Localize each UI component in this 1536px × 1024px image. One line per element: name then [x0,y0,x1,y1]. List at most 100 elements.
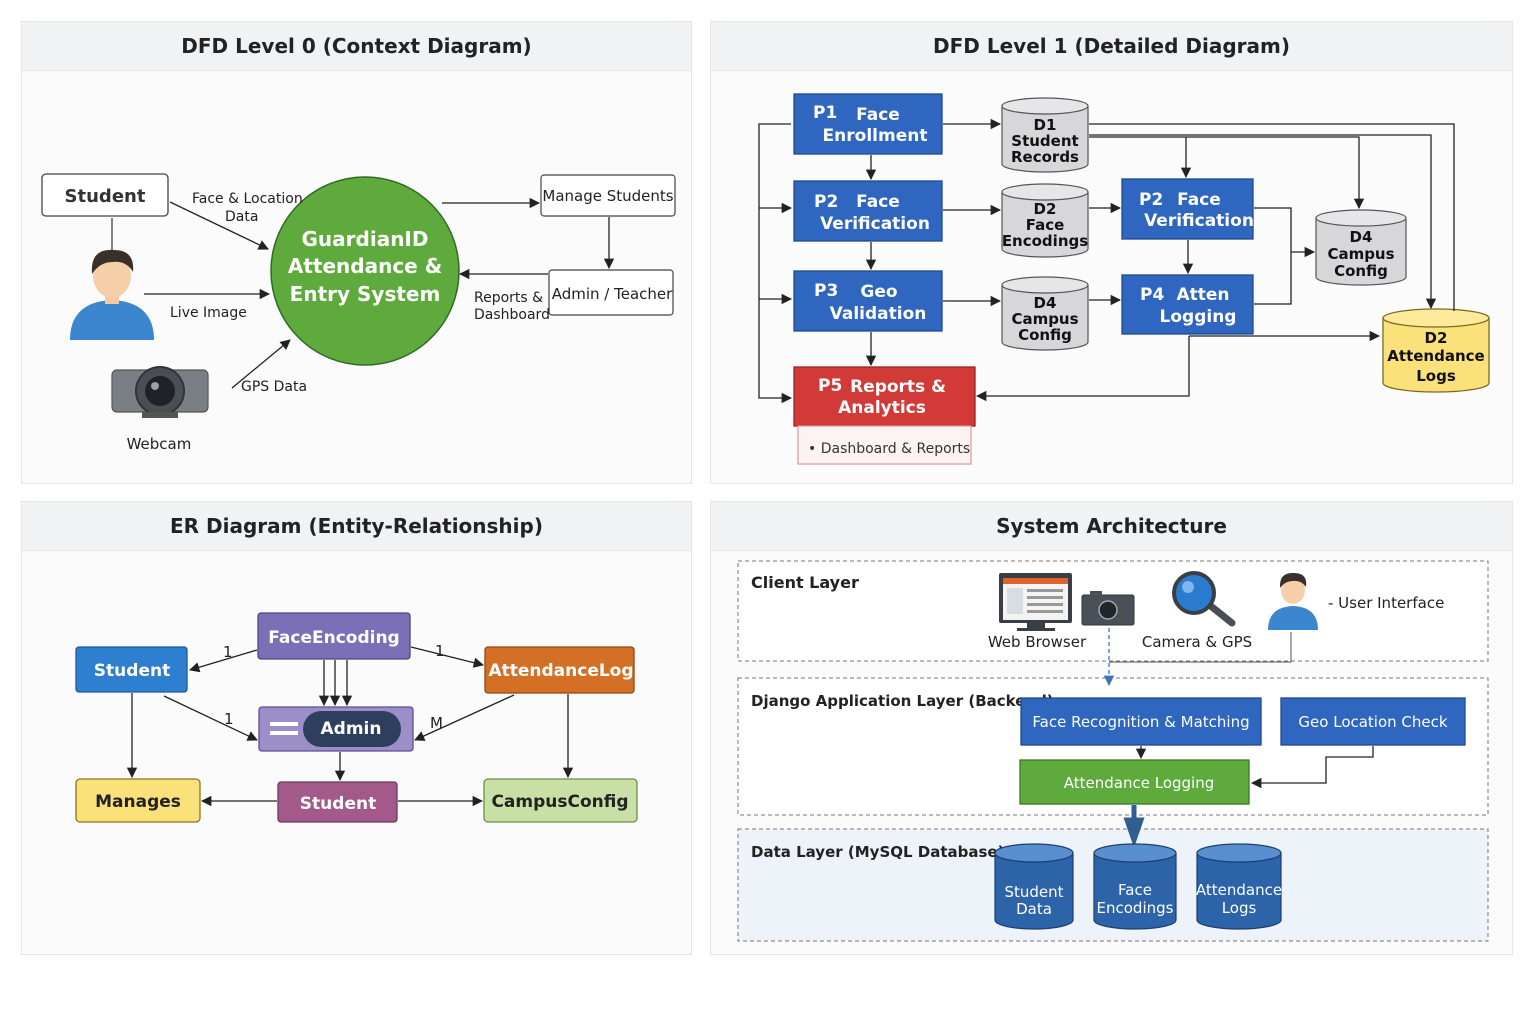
panel-title-arch: System Architecture [711,502,1512,551]
panel-dfd1: DFD Level 1 (Detailed Diagram) P1 Face E… [710,21,1513,484]
svg-text:Face: Face [856,105,900,125]
db-student-data[interactable]: Student Data [994,843,1074,930]
person-icon [70,249,154,340]
dfd0-student-label: Student [65,186,146,207]
svg-text:Atten: Atten [1176,285,1229,305]
store-d4-campus-config-right[interactable]: D4 Campus Config [1315,209,1407,286]
er-diagram: FaceEncoding Student AttendanceLog Admin… [75,612,638,823]
db-face-encodings[interactable]: Face Encodings [1093,843,1177,930]
arrow-gps [231,339,291,389]
store-d2-face-encodings[interactable]: D2 Face Encodings [1001,183,1089,258]
label-face-location-1: Face & Location [192,191,303,207]
user-icon [1268,572,1318,630]
panel-arch: System Architecture Client Layer Django … [710,501,1513,955]
panel-title-dfd1: DFD Level 1 (Detailed Diagram) [711,22,1512,71]
svg-text:P3: P3 [814,281,838,301]
process-p5-reports-analytics[interactable]: P5 Reports & Analytics [793,366,976,427]
entity-student-mid[interactable]: Student [277,781,398,823]
store-d1-student-records[interactable]: D1 Student Records [1001,97,1089,173]
panel-er: ER Diagram (Entity-Relationship) FaceEnc… [21,501,692,955]
svg-text:P2: P2 [814,192,838,212]
system-line-3: Entry System [290,282,441,306]
svg-text:Geo: Geo [860,282,897,302]
svg-text:Records: Records [1011,148,1079,166]
svg-text:AttendanceLog: AttendanceLog [488,661,633,681]
dfd1-diagram: P1 Face Enrollment P2 Face Verification … [758,93,1490,465]
svg-text:• Dashboard & Reports: • Dashboard & Reports [808,441,970,457]
svg-text:Config: Config [1018,326,1072,344]
svg-text:Attendance: Attendance [1196,881,1282,899]
svg-text:Verification: Verification [820,214,930,234]
svg-text:Config: Config [1334,262,1388,280]
arrow-face-location [169,201,269,250]
attendance-logging-block[interactable]: Attendance Logging [1019,759,1250,805]
p5-dashboard-subbox[interactable]: • Dashboard & Reports [797,425,972,465]
svg-text:P5: P5 [818,376,842,396]
process-p4-atten-logging[interactable]: P4 Atten Logging [1121,274,1254,335]
svg-text:Face Recognition & Matching: Face Recognition & Matching [1032,713,1249,731]
svg-text:Reports &: Reports & [850,377,946,397]
svg-text:Student: Student [94,661,170,681]
svg-text:Data: Data [1016,900,1052,918]
svg-text:Face: Face [856,192,900,212]
svg-text:Analytics: Analytics [838,398,926,418]
entity-attendancelog[interactable]: AttendanceLog [484,646,635,694]
admin-teacher-label: Admin / Teacher [552,285,673,303]
svg-text:Attendance Logging: Attendance Logging [1064,774,1214,792]
process-p3-geo-validation[interactable]: P3 Geo Validation [793,270,943,332]
entity-admin[interactable]: Admin [258,706,414,752]
label-gps-data: GPS Data [241,379,307,395]
entity-manages[interactable]: Manages [75,778,201,823]
admin-teacher-box[interactable]: Admin / Teacher [548,269,674,316]
magnifier-icon [1172,571,1236,627]
svg-text:D4: D4 [1034,294,1057,312]
svg-text:P1: P1 [813,103,837,123]
arch-diagram: Client Layer Django Application Layer (B… [737,560,1489,942]
face-recognition-block[interactable]: Face Recognition & Matching [1020,697,1262,746]
svg-text:Face: Face [1026,216,1065,234]
manage-students-label: Manage Students [542,187,673,205]
entity-student[interactable]: Student [75,646,188,693]
webcam-label: Webcam [127,435,192,453]
svg-text:Encodings: Encodings [1097,899,1174,917]
label-face-location-2: Data [225,209,258,225]
svg-text:Campus: Campus [1327,245,1394,263]
process-p1-face-enrollment[interactable]: P1 Face Enrollment [793,93,943,155]
geo-location-block[interactable]: Geo Location Check [1280,697,1466,746]
camera-gps-label: Camera & GPS [1142,633,1252,651]
panel-title-dfd0: DFD Level 0 (Context Diagram) [22,22,691,71]
svg-text:Logging: Logging [1160,307,1237,327]
svg-text:Verification: Verification [1144,211,1254,231]
store-d4-campus-config[interactable]: D4 Campus Config [1001,276,1089,351]
svg-text:P2: P2 [1139,190,1163,210]
svg-text:D2: D2 [1034,200,1057,218]
svg-text:FaceEncoding: FaceEncoding [268,628,399,648]
browser-icon [999,573,1072,631]
svg-text:D4: D4 [1350,228,1373,246]
svg-text:Admin: Admin [321,719,382,739]
card-1a: 1 [223,643,233,661]
svg-text:Logs: Logs [1416,367,1456,385]
process-p2-face-verification[interactable]: P2 Face Verification [793,180,943,242]
dfd0-student-box[interactable]: Student [41,173,169,217]
svg-text:Validation: Validation [830,304,927,324]
db-attendance-logs[interactable]: Attendance Logs [1196,843,1282,930]
svg-text:P4: P4 [1140,285,1164,305]
guardianid-system-circle[interactable]: GuardianID Attendance & Entry System [270,176,460,366]
svg-text:Enrollment: Enrollment [823,126,928,146]
svg-text:Manages: Manages [95,792,181,812]
card-1b: 1 [435,642,445,660]
svg-text:CampusConfig: CampusConfig [491,792,628,812]
data-layer-title: Data Layer (MySQL Database) [751,843,1004,861]
manage-students-box[interactable]: Manage Students [540,174,676,217]
svg-text:D1: D1 [1034,116,1057,134]
svg-text:Student: Student [1004,883,1063,901]
entity-faceencoding[interactable]: FaceEncoding [257,612,411,660]
svg-text:Student: Student [1011,132,1078,150]
entity-campusconfig[interactable]: CampusConfig [483,778,638,823]
store-attendance-logs[interactable]: D2 Attendance Logs [1382,308,1490,393]
svg-text:Campus: Campus [1011,310,1078,328]
label-live-image: Live Image [170,305,247,321]
process-p2b-face-verification[interactable]: P2 Face Verification [1121,178,1254,240]
svg-text:Geo Location Check: Geo Location Check [1298,713,1447,731]
